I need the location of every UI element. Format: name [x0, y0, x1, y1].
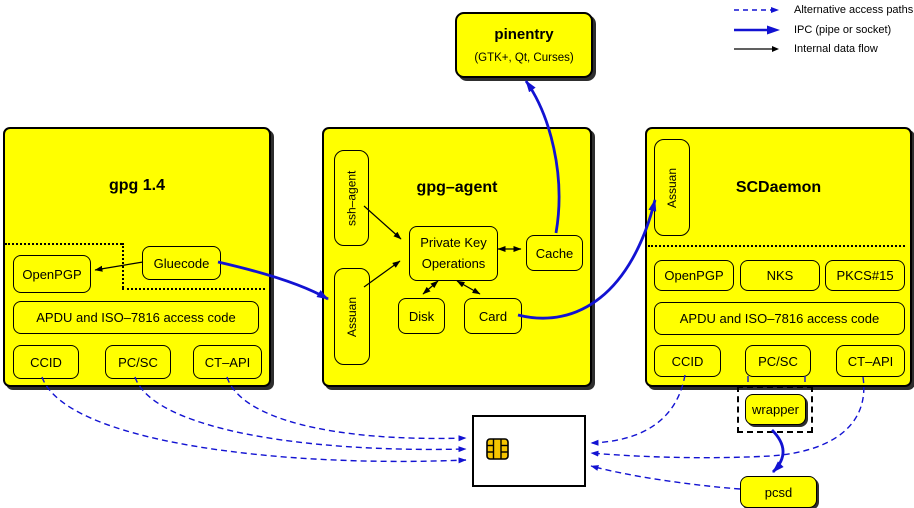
legend-item-alternative: Alternative access paths — [733, 2, 913, 18]
scdaemon-nks-node: NKS — [740, 260, 820, 291]
smartcard-chip-icon — [486, 438, 509, 460]
alt-gpg14-pcsc-card — [134, 376, 467, 453]
gpg14-dotted-divider-top — [5, 243, 122, 245]
legend-item-internal: Internal data flow — [733, 41, 878, 57]
gpg14-ccid-node: CCID — [13, 345, 79, 379]
scdaemon-ccid-node: CCID — [654, 345, 721, 377]
ipc-arrow-icon — [733, 24, 781, 36]
gpg-agent-private-key-operations-node: Private Key Operations — [409, 226, 498, 281]
gpg14-openpgp-node: OpenPGP — [13, 255, 91, 293]
legend-item-ipc: IPC (pipe or socket) — [733, 22, 891, 38]
gpg14-dotted-divider-bottom — [122, 288, 265, 290]
scdaemon-pcsc-node: PC/SC — [745, 345, 811, 377]
alt-pcsd-card — [590, 465, 741, 490]
legend-label: Internal data flow — [794, 43, 878, 55]
gpg-agent-cache-node: Cache — [526, 235, 583, 271]
gpg-agent-title: gpg–agent — [416, 179, 498, 196]
node-label: NKS — [766, 268, 794, 283]
legend-label: Alternative access paths — [794, 4, 914, 16]
node-label: CT–API — [847, 353, 894, 369]
node-label: pcsd — [764, 484, 793, 500]
wrapper-node: wrapper — [745, 394, 806, 425]
node-label: CCID — [30, 354, 62, 370]
scdaemon-pkcs15-node: PKCS#15 — [825, 260, 905, 291]
node-label: Disk — [408, 308, 435, 324]
gpg14-pcsc-node: PC/SC — [105, 345, 171, 379]
node-label: OpenPGP — [22, 266, 82, 282]
scdaemon-box: SCDaemon Assuan OpenPGP NKS PKCS#15 APDU… — [645, 127, 912, 387]
node-label: CT–API — [204, 354, 251, 370]
gpg14-box: gpg 1.4 OpenPGP Gluecode APDU and ISO–78… — [3, 127, 271, 387]
node-label: APDU and ISO–7816 access code — [36, 310, 236, 325]
scdaemon-apdu-node: APDU and ISO–7816 access code — [654, 302, 905, 335]
ipc-wrapper-pcsd — [770, 429, 785, 473]
node-label: Cache — [535, 245, 574, 261]
gpg-agent-card-node: Card — [464, 298, 522, 334]
smartcard — [472, 415, 586, 487]
pcsd-node: pcsd — [740, 476, 817, 508]
wrapper-dashed-enclosure: wrapper — [737, 386, 813, 433]
dashed-arrow-icon — [733, 5, 781, 15]
scdaemon-ctapi-node: CT–API — [836, 345, 905, 377]
node-label: PKCS#15 — [836, 268, 894, 283]
gpg14-dotted-divider-side — [122, 243, 124, 288]
node-label: CCID — [671, 353, 704, 369]
legend-label: IPC (pipe or socket) — [794, 24, 892, 36]
pinentry-subtitle: (GTK+, Qt, Curses) — [474, 52, 574, 64]
gpg14-title: gpg 1.4 — [108, 177, 165, 194]
scdaemon-title: SCDaemon — [735, 179, 822, 196]
pinentry-box: pinentry (GTK+, Qt, Curses) — [455, 12, 593, 78]
gpg-agent-disk-node: Disk — [398, 298, 445, 334]
alt-scd-ctapi-card — [590, 376, 865, 459]
scdaemon-openpgp-node: OpenPGP — [654, 260, 734, 291]
node-label: Card — [478, 308, 508, 324]
gpg14-ctapi-node: CT–API — [193, 345, 262, 379]
gpg-agent-assuan-node: Assuan — [334, 268, 370, 365]
scdaemon-dotted-divider — [648, 245, 905, 247]
node-label: wrapper — [752, 402, 799, 417]
pinentry-title: pinentry — [494, 26, 554, 43]
node-label: OpenPGP — [664, 268, 724, 283]
node-label: PC/SC — [118, 354, 158, 370]
gpg14-gluecode-node: Gluecode — [142, 246, 221, 280]
node-label: APDU and ISO–7816 access code — [679, 311, 880, 326]
gpg14-apdu-node: APDU and ISO–7816 access code — [13, 301, 259, 334]
node-label: Gluecode — [153, 255, 210, 271]
node-label: Private Key — [420, 235, 487, 251]
gpg-agent-box: gpg–agent ssh–agent Assuan Private Key O… — [322, 127, 592, 387]
node-label: Operations — [421, 255, 486, 271]
gpg-agent-ssh-agent-node: ssh–agent — [334, 150, 369, 246]
node-label: PC/SC — [758, 353, 798, 369]
flow-arrow-icon — [733, 44, 781, 54]
alt-gpg14-ccid-card — [41, 376, 467, 464]
scdaemon-assuan-node: Assuan — [654, 139, 690, 236]
